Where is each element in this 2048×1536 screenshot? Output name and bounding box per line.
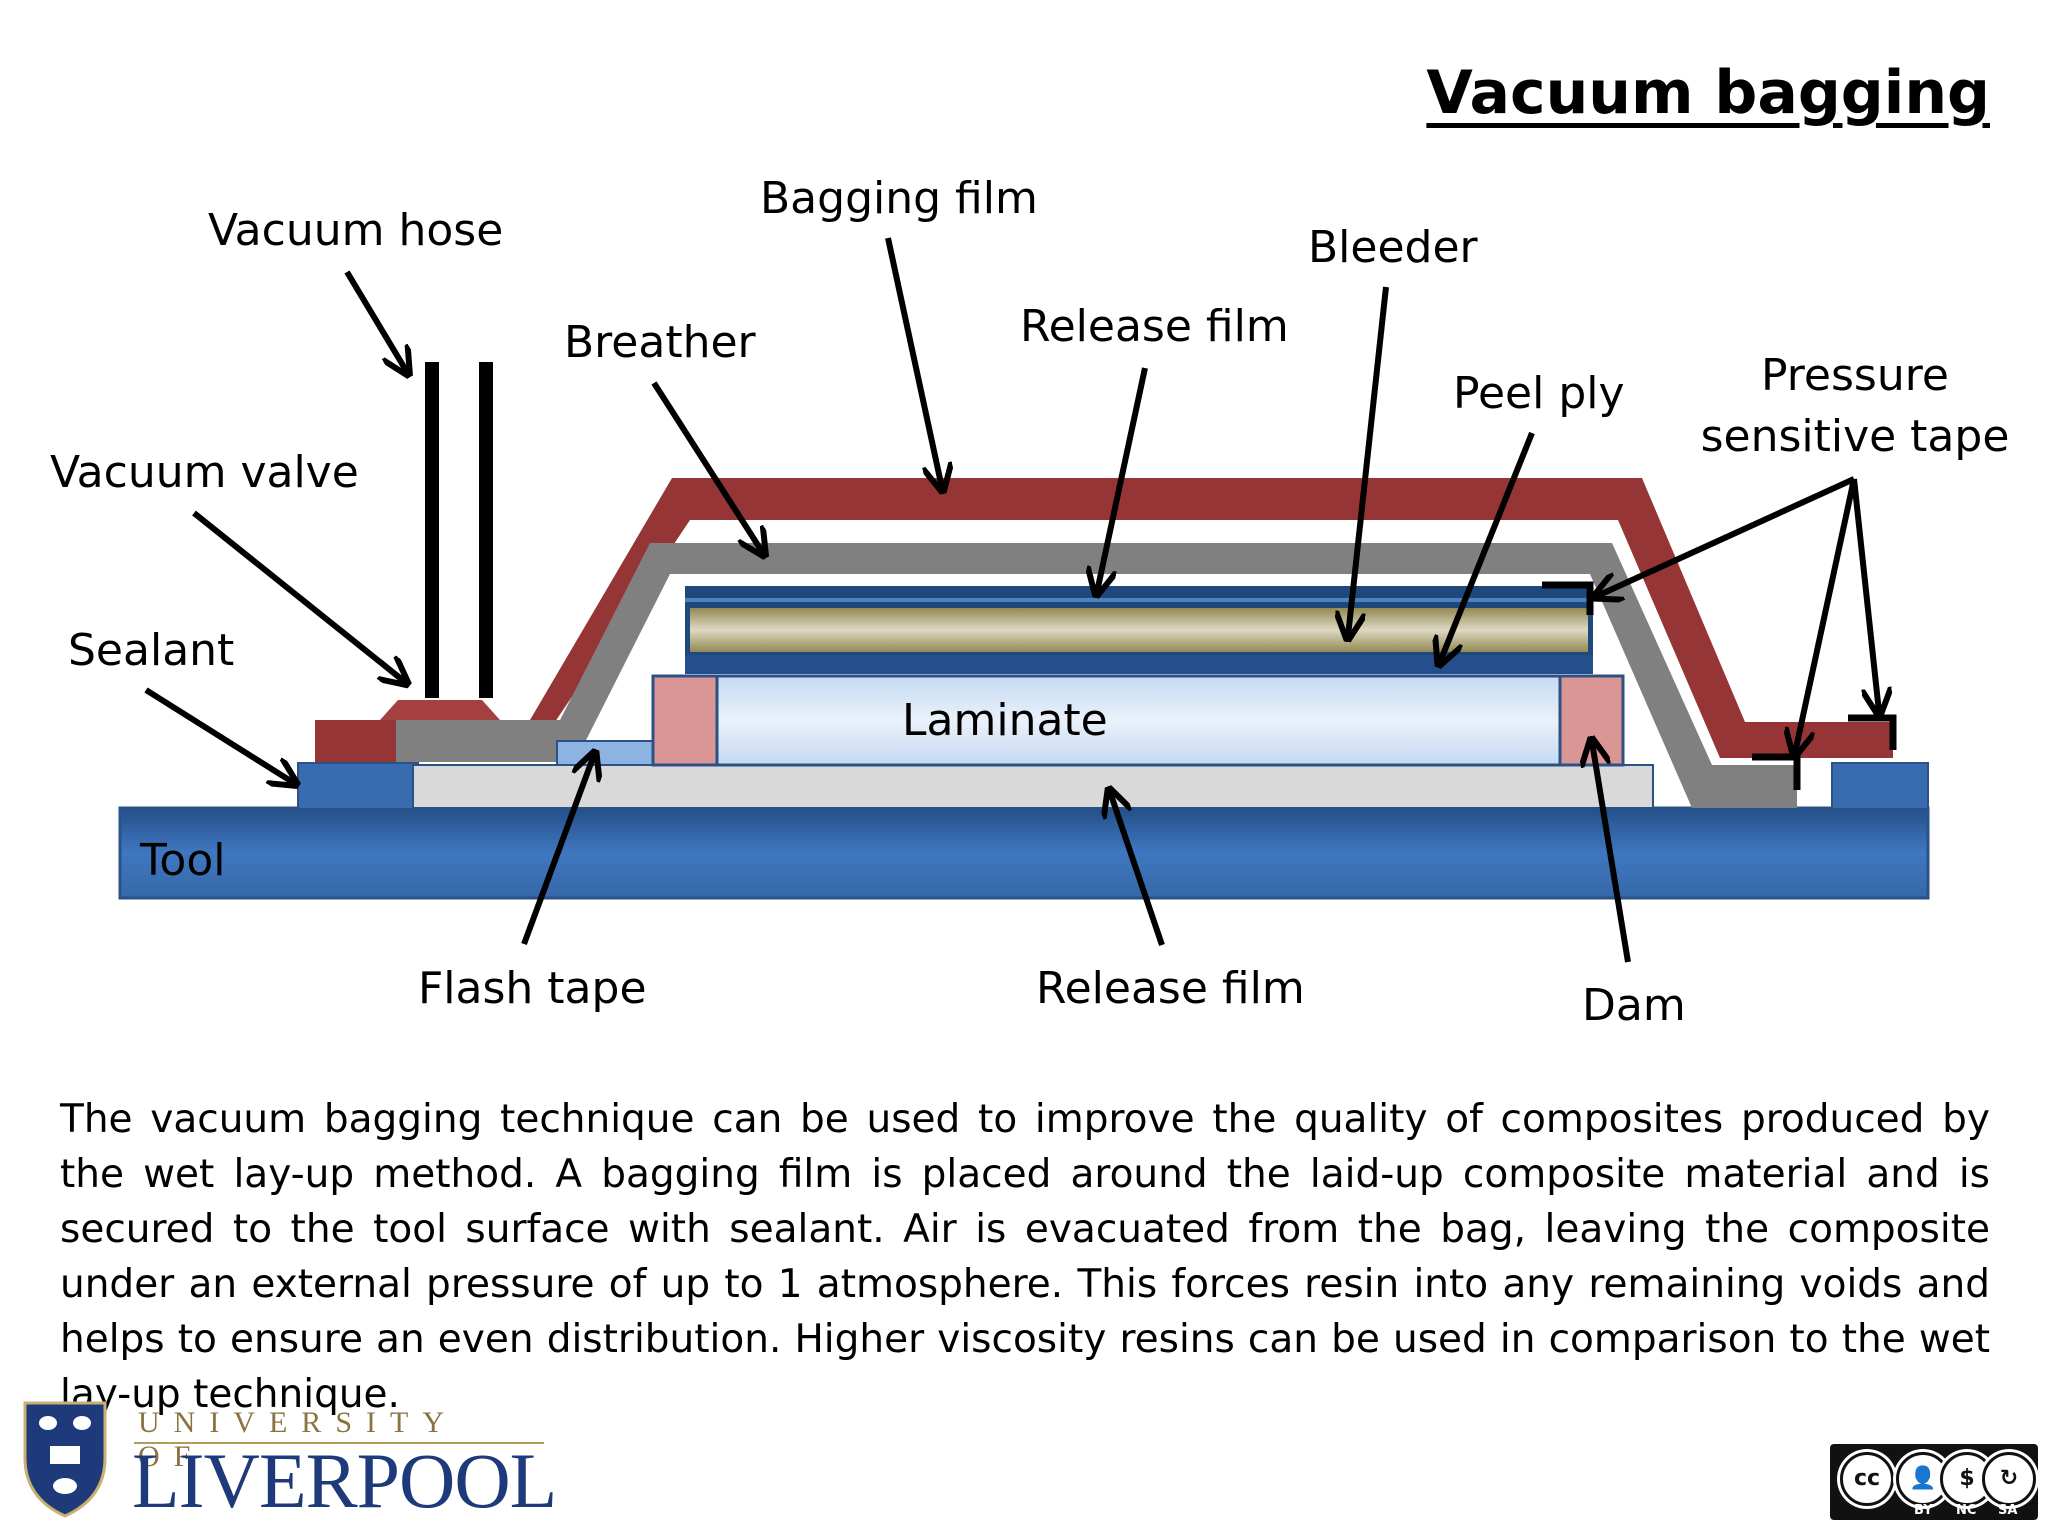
label-bagging-film: Bagging film	[760, 173, 1038, 224]
arrow-flash-tape	[521, 755, 594, 946]
arrow-release-film-bottom	[1110, 792, 1165, 946]
laminate	[651, 674, 1625, 767]
label-release-film-bottom: Release film	[1036, 963, 1305, 1014]
cc-icon: cc	[1840, 1452, 1894, 1506]
university-logo: UNIVERSITY OF LIVERPOOL	[20, 1398, 557, 1528]
label-vacuum-valve: Vacuum valve	[50, 447, 359, 498]
label-laminate: Laminate	[902, 695, 1108, 746]
nc-caption: NC	[1956, 1503, 1977, 1518]
cc-license-badge: cc 👤 $ ↻ BY NC SA	[1830, 1444, 2038, 1520]
tool	[118, 806, 1930, 900]
flash-tape	[556, 740, 655, 766]
sealant-left	[297, 762, 419, 810]
sa-caption: SA	[1998, 1503, 2018, 1518]
label-vacuum-hose: Vacuum hose	[208, 205, 503, 256]
arrow-pressure-tape-1	[1597, 476, 1856, 596]
arrow-pressure-tape-3	[1851, 478, 1879, 712]
description-text: The vacuum bagging technique can be used…	[60, 1097, 1990, 1417]
label-breather: Breather	[564, 317, 757, 368]
logo-rule	[134, 1442, 544, 1444]
arrow-bleeder	[1348, 286, 1389, 636]
label-release-film-top: Release film	[1020, 301, 1289, 352]
arrow-vacuum-valve	[192, 510, 405, 682]
sa-icon: ↻	[1982, 1452, 2036, 1506]
dam-left	[651, 674, 719, 767]
arrow-vacuum-hose	[344, 270, 407, 372]
vacuum-hose-right	[479, 362, 493, 698]
page-title: Vacuum bagging	[1426, 58, 1990, 128]
label-pressure-line1: Pressure	[1761, 350, 1949, 401]
by-caption: BY	[1914, 1503, 1933, 1518]
vacuum-valve	[380, 700, 500, 720]
label-dam: Dam	[1582, 980, 1686, 1031]
arrow-peel-ply	[1440, 431, 1535, 662]
sealant-right	[1831, 762, 1929, 810]
arrow-bagging-film	[885, 237, 942, 488]
label-flash-tape: Flash tape	[418, 963, 647, 1014]
label-bleeder: Bleeder	[1308, 222, 1479, 273]
label-tool: Tool	[139, 835, 225, 886]
peel-ply	[685, 655, 1593, 674]
arrow-pressure-tape-2	[1795, 478, 1857, 753]
arrows	[144, 237, 1879, 963]
crest-icon	[23, 1401, 107, 1518]
label-peel-ply: Peel ply	[1453, 368, 1625, 419]
arrow-breather	[651, 381, 763, 553]
arrow-release-film-top	[1097, 367, 1148, 592]
arrow-sealant	[144, 687, 294, 783]
vacuum-hose-left	[425, 362, 439, 698]
label-pressure-line2: sensitive tape	[1701, 411, 2010, 462]
logo-liverpool: LIVERPOOL	[132, 1437, 557, 1524]
arrow-dam	[1592, 742, 1631, 963]
release-film-bottom	[412, 764, 1654, 809]
logo-university-of: UNIVERSITY OF	[138, 1406, 457, 1473]
label-sealant: Sealant	[68, 625, 234, 676]
